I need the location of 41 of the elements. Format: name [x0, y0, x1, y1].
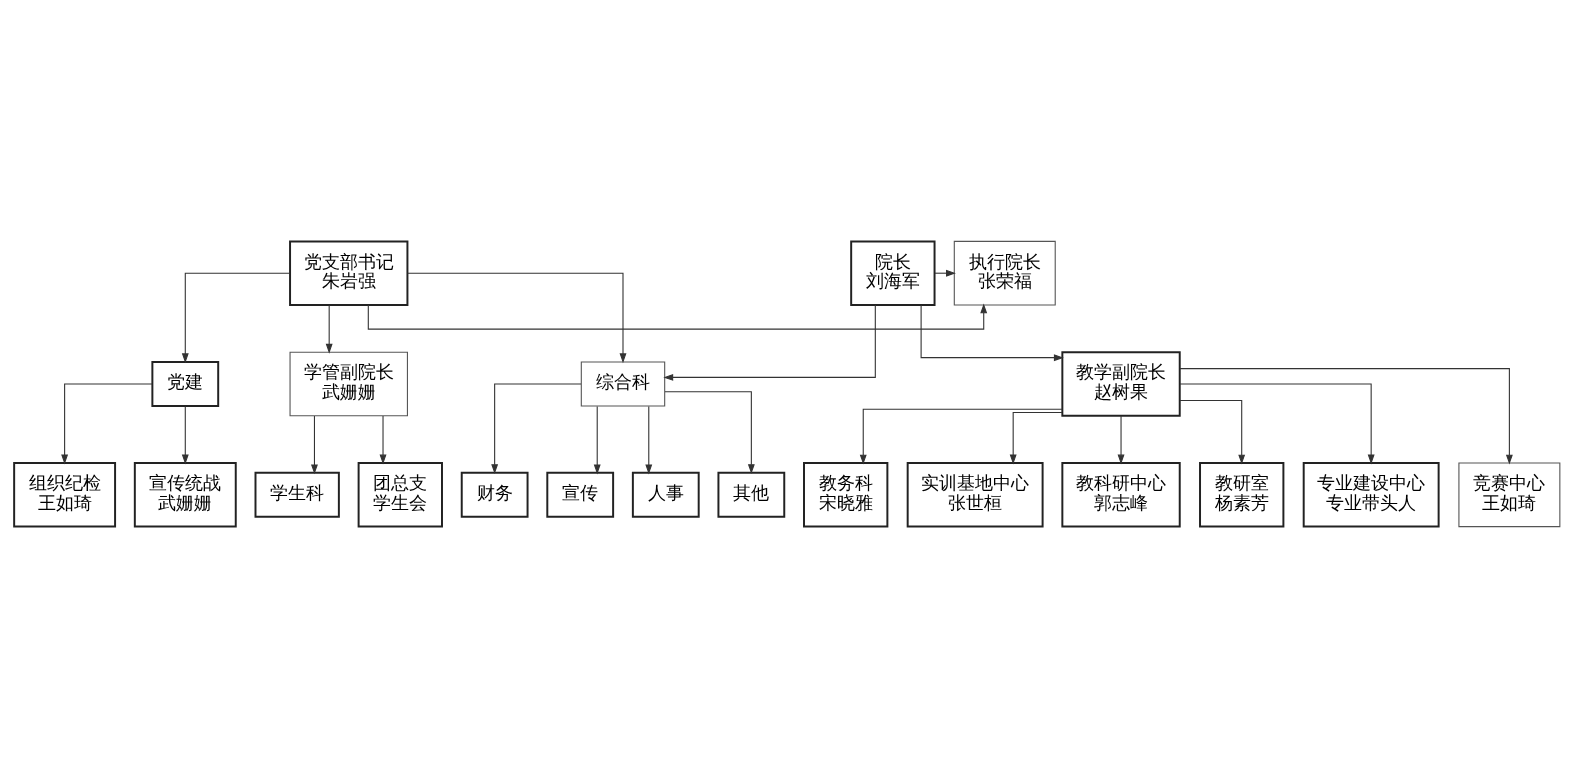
node-box: 竞赛中心 王如琦	[1458, 461, 1561, 527]
node-box: 实训基地中心 张世桓	[906, 461, 1044, 528]
arrow	[325, 304, 333, 354]
node-box: 团总支 学生会	[357, 461, 443, 528]
node-box: 专业建设中心 专业带头人	[1302, 461, 1440, 528]
node-box: 教务科 宋晓雅	[803, 461, 889, 528]
arrow	[1009, 411, 1063, 464]
arrow	[645, 405, 653, 474]
node-box: 学生科	[254, 471, 340, 518]
node-box: 党支部书记 朱岩强	[289, 239, 409, 306]
arrow	[181, 405, 189, 464]
node-box: 财务	[460, 471, 529, 518]
arrow	[664, 390, 755, 474]
arrow	[491, 382, 582, 474]
arrow	[1117, 415, 1125, 464]
node-box: 其他	[717, 471, 786, 518]
node-box: 教学副院长 赵树果	[1061, 350, 1181, 417]
node-box: 执行院长 张荣福	[953, 240, 1056, 306]
node-box: 院长 刘海军	[850, 239, 936, 306]
arrow	[663, 304, 876, 381]
arrow	[181, 272, 291, 363]
node-box: 人事	[631, 471, 700, 518]
arrow	[407, 272, 627, 363]
node-box: 学管副院长 武姗姗	[289, 351, 408, 416]
arrow	[1179, 399, 1246, 464]
arrow	[379, 415, 387, 464]
arrow	[367, 302, 988, 330]
node-box: 教科研中心 郭志峰	[1061, 461, 1181, 528]
node-box: 综合科	[580, 361, 666, 406]
node-box: 宣传统战 武姗姗	[133, 461, 237, 528]
node-box: 宣传	[546, 471, 615, 518]
arrow	[920, 304, 1064, 361]
arrow	[859, 408, 1063, 465]
arrow	[1179, 382, 1375, 464]
arrow	[61, 382, 153, 464]
arrow	[593, 405, 601, 474]
node-box: 教研室 杨素芳	[1199, 461, 1285, 528]
arrow	[1179, 367, 1513, 465]
node-box: 组织纪检 王如琦	[13, 461, 117, 528]
node-box: 党建	[151, 360, 220, 407]
arrow	[311, 415, 318, 474]
